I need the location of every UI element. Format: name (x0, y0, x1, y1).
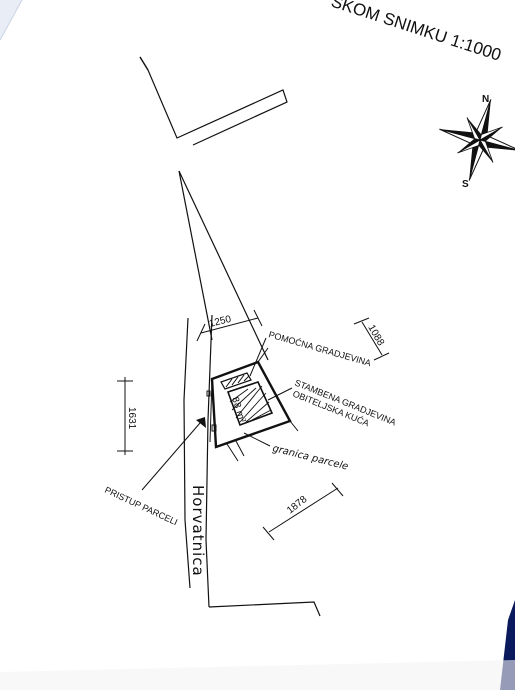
parcel-wedge-lines (178, 170, 269, 361)
access-arrow-icon (196, 417, 206, 428)
main-house-building (226, 381, 274, 427)
dimension-right-upper-label: 1088 (365, 323, 386, 348)
compass-south-label: S (462, 179, 469, 190)
dimension-top (196, 309, 263, 342)
dimension-bottom-right (262, 482, 344, 541)
street-lines (183, 314, 321, 617)
neighbor-building-outline (139, 56, 288, 146)
dimension-bottom-right-label: 1878 (285, 494, 310, 517)
parcel-extension-lines (209, 347, 299, 462)
entrance-markers (206, 390, 217, 432)
auxiliary-building (220, 372, 252, 390)
label-auxiliary-building: POMOĆNA GRADJEVINA (267, 329, 372, 368)
dimension-left (117, 377, 133, 455)
label-plot-boundary: granica parcele (271, 443, 349, 472)
sheet-title: SKOM SNIMKU 1:1000 (329, 0, 504, 65)
dimension-top-label: 1250 (208, 314, 233, 330)
dimension-left-label: 1631 (126, 407, 137, 430)
label-plot-access: PRISTUP PARCELI (103, 485, 179, 528)
label-street-name: Horvatnica (189, 485, 207, 577)
compass-north-label: N (482, 94, 489, 105)
compass-rose-icon (439, 99, 515, 181)
annotation-leaders (141, 337, 293, 491)
dimension-right-upper (353, 317, 390, 361)
